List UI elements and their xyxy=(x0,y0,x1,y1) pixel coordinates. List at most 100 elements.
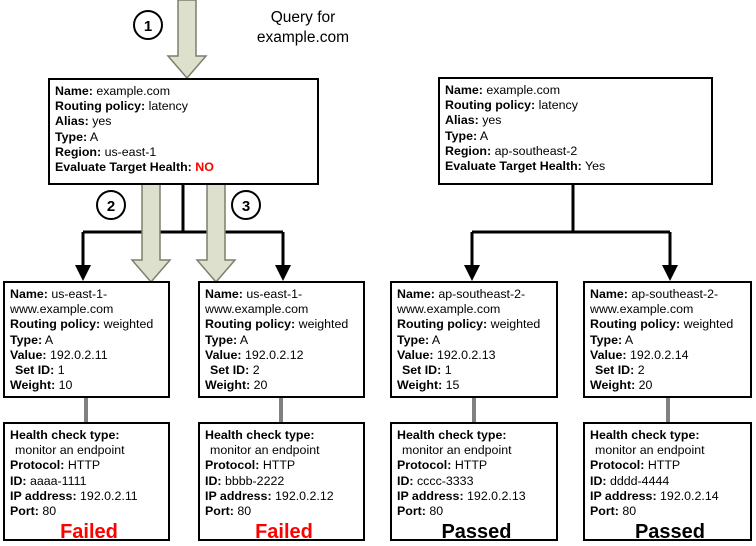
alias-type-row: Type: A xyxy=(445,129,711,144)
hc-ip-row: IP address: 192.0.2.14 xyxy=(590,489,750,504)
alias-region-row: Region: us-east-1 xyxy=(55,145,317,160)
hc-protocol-value: HTTP xyxy=(262,458,296,473)
hc-ip-label: IP address: xyxy=(10,488,77,503)
hc-port-row: Port: 80 xyxy=(205,504,363,519)
health-check-4[interactable]: Health check type: monitor an endpoint P… xyxy=(583,422,752,543)
hc-port-value: 80 xyxy=(237,504,252,519)
record-name-label: Name: xyxy=(205,287,243,301)
hc-ip-row: IP address: 192.0.2.13 xyxy=(397,489,556,504)
alias-eth-label: Evaluate Target Health: xyxy=(445,159,582,174)
record-value-value: 192.0.2.13 xyxy=(436,347,496,362)
record-routing-label: Routing policy: xyxy=(590,317,681,332)
hc-id-label: ID: xyxy=(397,473,414,488)
record-weight-value: 15 xyxy=(445,378,460,393)
weighted-record-3[interactable]: Name: ap-southeast-2- www.example.com Ro… xyxy=(390,281,558,398)
record-setid-value: 1 xyxy=(57,363,65,378)
record-value-label: Value: xyxy=(397,347,434,362)
record-name-label: Name: xyxy=(397,287,435,301)
hc-port-row: Port: 80 xyxy=(397,504,556,519)
hc-id-row: ID: dddd-4444 xyxy=(590,474,750,489)
record-weight-value: 10 xyxy=(58,378,73,393)
alias-type-row: Type: A xyxy=(55,130,317,145)
alias-type-label: Type: xyxy=(445,128,478,143)
record-routing-value: weighted xyxy=(103,317,154,332)
alias-name-value: example.com xyxy=(486,83,561,97)
alias-record-us-east-1[interactable]: Name: example.com Routing policy: latenc… xyxy=(48,78,319,185)
record-value-row: Value: 192.0.2.13 xyxy=(397,348,556,363)
record-name-value: us-east-1- xyxy=(51,287,108,301)
step-marker-1: 1 xyxy=(133,10,163,40)
record-type-label: Type: xyxy=(590,332,623,347)
record-value-row: Value: 192.0.2.11 xyxy=(10,348,168,363)
record-name-value: us-east-1- xyxy=(246,287,303,301)
alias-region-label: Region: xyxy=(445,143,492,158)
alias-region-label: Region: xyxy=(55,144,102,159)
weighted-record-2[interactable]: Name: us-east-1- www.example.com Routing… xyxy=(198,281,365,398)
record-setid-label: Set ID: xyxy=(210,363,250,378)
query-arrow xyxy=(166,0,208,80)
health-check-status-badge: Failed xyxy=(255,521,313,544)
hc-protocol-label: Protocol: xyxy=(590,458,645,473)
hc-port-label: Port: xyxy=(10,504,39,519)
record-name-value: ap-southeast-2- xyxy=(631,287,719,301)
record-type-row: Type: A xyxy=(10,333,168,348)
alias-routing-label: Routing policy: xyxy=(445,98,536,113)
record-type-row: Type: A xyxy=(397,333,556,348)
record-weight-row: Weight: 20 xyxy=(590,378,750,393)
step-marker-2: 2 xyxy=(96,190,126,220)
hc-ip-value: 192.0.2.12 xyxy=(275,488,334,503)
alias-alias-label: Alias: xyxy=(445,113,479,128)
hc-type-label: Health check type: xyxy=(397,428,507,442)
hc-id-value: aaaa-1111 xyxy=(29,473,87,488)
hc-protocol-label: Protocol: xyxy=(10,458,65,473)
record-routing-row: Routing policy: weighted xyxy=(10,317,168,332)
hc-id-row: ID: aaaa-1111 xyxy=(10,474,168,489)
hc-type-value: monitor an endpoint xyxy=(15,443,125,458)
alias-region-row: Region: ap-southeast-2 xyxy=(445,144,711,159)
record-routing-label: Routing policy: xyxy=(397,317,488,332)
record-weight-row: Weight: 15 xyxy=(397,378,556,393)
health-check-3[interactable]: Health check type: monitor an endpoint P… xyxy=(390,422,558,543)
alias-alias-label: Alias: xyxy=(55,114,89,129)
alias-record-ap-southeast-2[interactable]: Name: example.com Routing policy: latenc… xyxy=(438,77,713,185)
record-routing-row: Routing policy: weighted xyxy=(397,317,556,332)
record-routing-value: weighted xyxy=(683,317,734,332)
health-check-2[interactable]: Health check type: monitor an endpoint P… xyxy=(198,422,365,544)
weighted-record-4[interactable]: Name: ap-southeast-2- www.example.com Ro… xyxy=(583,281,752,398)
health-check-1[interactable]: Health check type: monitor an endpoint P… xyxy=(3,422,170,543)
record-setid-row: Set ID: 2 xyxy=(205,363,363,378)
hc-protocol-value: HTTP xyxy=(647,458,681,473)
record-routing-row: Routing policy: weighted xyxy=(205,317,363,332)
record-value-label: Value: xyxy=(205,347,242,362)
record-type-label: Type: xyxy=(397,332,430,347)
record-value-value: 192.0.2.14 xyxy=(629,347,689,362)
record-weight-label: Weight: xyxy=(590,378,636,393)
record-setid-value: 1 xyxy=(444,363,452,378)
alias-eth-value: NO xyxy=(195,160,214,175)
alias-routing-label: Routing policy: xyxy=(55,99,146,114)
hc-id-row: ID: cccc-3333 xyxy=(397,474,556,489)
record-name-label: Name: xyxy=(10,287,48,301)
hc-port-label: Port: xyxy=(205,504,234,519)
hc-type-label: Health check type: xyxy=(205,428,315,442)
record-setid-row: Set ID: 1 xyxy=(397,363,556,378)
record-name-label: Name: xyxy=(590,287,628,301)
hc-port-row: Port: 80 xyxy=(590,504,750,519)
hc-ip-label: IP address: xyxy=(590,488,657,503)
hc-ip-label: IP address: xyxy=(397,488,464,503)
hc-type-label: Health check type: xyxy=(590,428,700,442)
alias-routing-value: latency xyxy=(538,98,578,113)
alias-region-value: us-east-1 xyxy=(104,144,157,159)
hc-protocol-row: Protocol: HTTP xyxy=(205,458,363,473)
weighted-record-1[interactable]: Name: us-east-1- www.example.com Routing… xyxy=(3,281,170,398)
record-name-value: ap-southeast-2- xyxy=(438,287,526,301)
record-type-value: A xyxy=(44,332,54,347)
hc-port-label: Port: xyxy=(397,504,426,519)
record-value-value: 192.0.2.12 xyxy=(244,347,304,362)
record-type-row: Type: A xyxy=(205,333,363,348)
record-weight-label: Weight: xyxy=(10,378,56,393)
hc-ip-value: 192.0.2.13 xyxy=(467,488,526,503)
hc-type-value: monitor an endpoint xyxy=(210,443,320,458)
hc-id-row: ID: bbbb-2222 xyxy=(205,474,363,489)
